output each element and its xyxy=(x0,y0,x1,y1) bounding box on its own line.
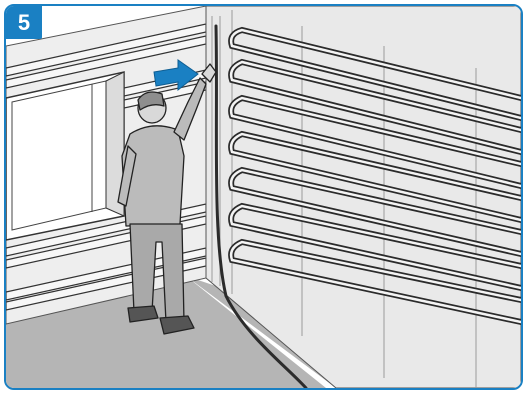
step-card: 5 xyxy=(4,4,523,390)
window xyxy=(6,72,124,240)
step-number-badge: 5 xyxy=(6,6,42,39)
wall-heating-installation-illustration xyxy=(6,6,521,388)
